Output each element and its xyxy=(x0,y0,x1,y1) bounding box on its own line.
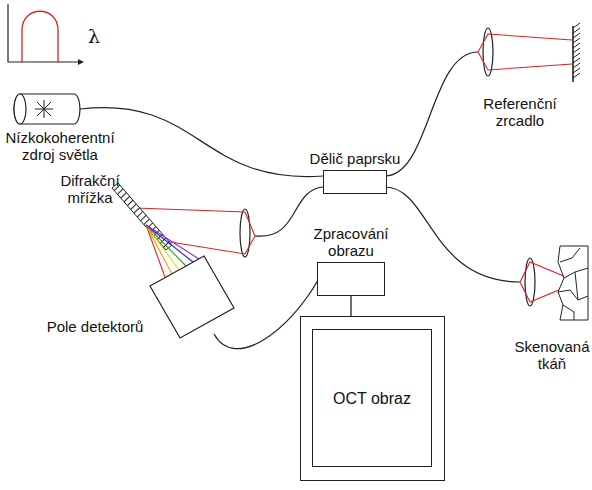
splitter-box xyxy=(323,170,387,194)
node-heading: Dělič paprsku xyxy=(300,150,410,167)
connector xyxy=(350,296,351,316)
part-label: Difrakční mřížka xyxy=(50,172,130,206)
spectrum-icon xyxy=(8,4,84,65)
part-label: Referenční zrcadlo xyxy=(470,95,570,129)
tissue xyxy=(558,246,588,320)
reference-mirror xyxy=(573,23,580,82)
monitor: OCT obraz xyxy=(300,316,446,482)
node-text: OCT obraz xyxy=(333,390,411,407)
reference-lens xyxy=(478,28,572,76)
light-source xyxy=(14,94,80,124)
part-label: Nízkokoherentní zdroj světla xyxy=(2,129,118,163)
monitor-frame: OCT obraz xyxy=(300,316,445,481)
process-box: Zpracování obrazu xyxy=(296,225,406,296)
detector-array xyxy=(150,256,234,338)
beam-splitter: Dělič paprsku xyxy=(300,150,410,194)
node-heading: Zpracování obrazu xyxy=(296,225,406,259)
monitor-screen: OCT obraz xyxy=(312,329,432,467)
optical-fibres xyxy=(80,52,520,349)
part-label: Pole detektorů xyxy=(40,318,150,335)
diffraction-grating xyxy=(112,183,172,250)
axis-label: λ xyxy=(84,28,104,45)
part-label: Skenovaná tkáň xyxy=(512,338,592,372)
processing-box xyxy=(317,262,385,296)
